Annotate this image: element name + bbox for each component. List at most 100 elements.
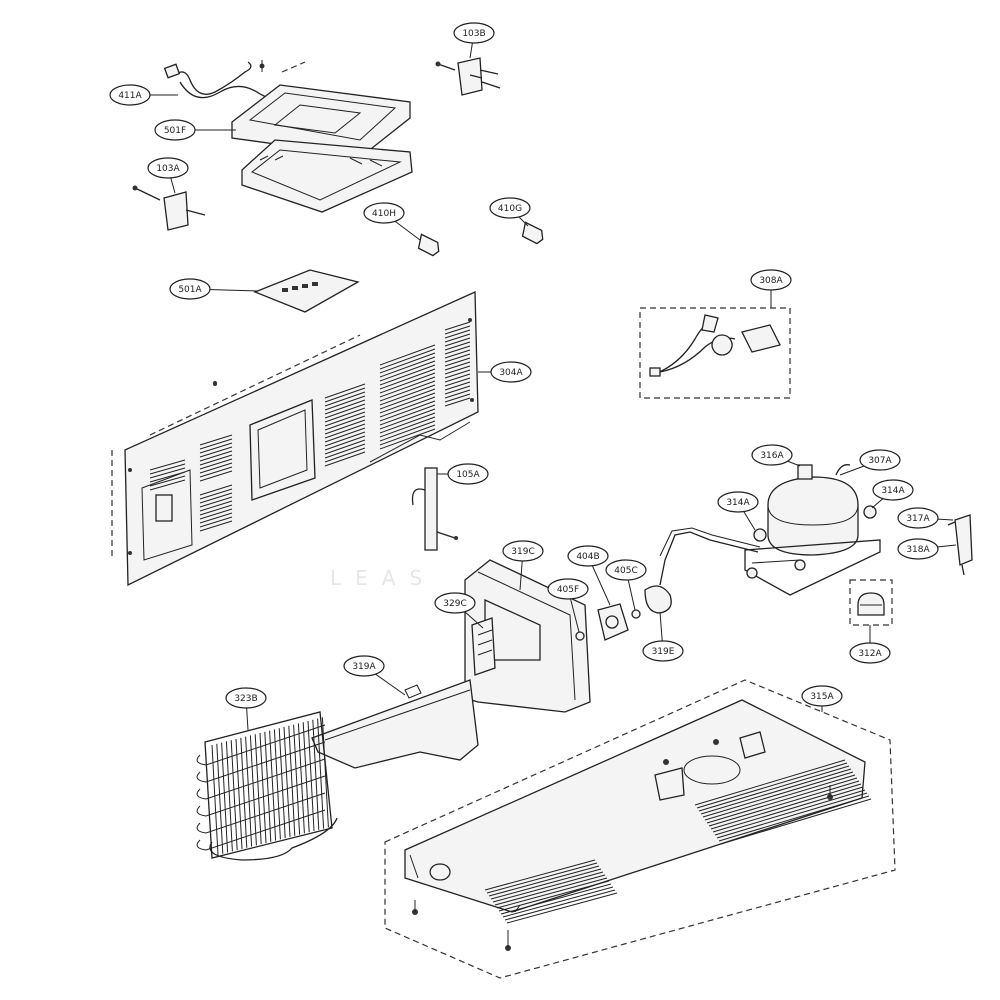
vent-slot bbox=[199, 434, 233, 446]
vent-slot bbox=[379, 408, 436, 430]
condenser-fin bbox=[230, 740, 238, 851]
condenser-tube bbox=[196, 724, 326, 766]
vent-slot bbox=[444, 393, 471, 403]
grille-slot bbox=[484, 859, 596, 891]
vent-slot bbox=[444, 389, 471, 399]
grille-slot bbox=[502, 886, 614, 918]
grille-slot bbox=[718, 795, 870, 842]
grille-slot bbox=[710, 783, 862, 830]
condenser-fin bbox=[302, 722, 310, 833]
part-callout-315a: 315A bbox=[801, 685, 843, 707]
part-callout-label: 317A bbox=[906, 514, 930, 524]
part-callout-label: 307A bbox=[868, 456, 892, 466]
vent-slot bbox=[444, 381, 471, 391]
lid-housing-part bbox=[231, 61, 413, 213]
condenser-tube bbox=[196, 775, 326, 817]
vent-slot bbox=[379, 392, 436, 414]
vent-slot bbox=[324, 419, 366, 435]
grille-slot bbox=[702, 771, 854, 818]
vent-slot bbox=[199, 466, 233, 478]
part-callout-label: 103B bbox=[462, 29, 485, 39]
part-callout-319e: 319E bbox=[642, 640, 684, 662]
vent-slot bbox=[324, 447, 366, 463]
grille-slot bbox=[492, 871, 604, 903]
part-callout-323b: 323B bbox=[225, 687, 267, 709]
vent-slot bbox=[199, 454, 233, 466]
vent-slot bbox=[379, 360, 436, 382]
condenser-tube bbox=[196, 792, 326, 834]
back-panel-304a-part bbox=[111, 291, 479, 587]
condenser-fin bbox=[321, 717, 329, 828]
vent-slot bbox=[199, 438, 233, 450]
vent-slot bbox=[379, 416, 436, 438]
part-callout-405f: 405F bbox=[547, 578, 589, 600]
condenser-fin bbox=[283, 726, 291, 838]
vent-slot bbox=[379, 356, 436, 378]
grille-slot bbox=[494, 874, 606, 906]
part-callout-label: 103A bbox=[156, 164, 180, 174]
condenser-fin bbox=[221, 742, 229, 853]
part-callout-501a: 501A bbox=[169, 278, 211, 300]
part-callout-label: 404B bbox=[576, 552, 599, 562]
part-callout-label: 312A bbox=[858, 649, 882, 659]
vent-slot bbox=[444, 385, 471, 395]
grille-slot bbox=[488, 865, 600, 897]
condenser-fin bbox=[211, 744, 219, 856]
grille-slot bbox=[504, 889, 616, 921]
grille-slot bbox=[698, 765, 850, 812]
pcb-501a-part bbox=[253, 269, 360, 313]
part-callout-312a: 312A bbox=[849, 642, 891, 664]
condenser-fin bbox=[225, 741, 233, 852]
part-callout-410g: 410G bbox=[489, 197, 531, 219]
vent-slot bbox=[324, 399, 366, 415]
vent-slot bbox=[444, 349, 471, 359]
base-plate-315a-part bbox=[384, 679, 896, 979]
vent-slot bbox=[149, 463, 186, 475]
vent-slot bbox=[324, 451, 366, 467]
vent-slot bbox=[444, 365, 471, 375]
screw-icons bbox=[213, 60, 265, 386]
vent-slot bbox=[149, 471, 186, 483]
vent-slot bbox=[444, 373, 471, 383]
part-callout-307a: 307A bbox=[859, 449, 901, 471]
vent-slot bbox=[444, 325, 471, 335]
vent-slot bbox=[149, 479, 186, 491]
grille-slot bbox=[708, 780, 860, 827]
vent-slot bbox=[199, 508, 233, 520]
part-callout-label: 329C bbox=[443, 599, 466, 609]
bracket-103a-part bbox=[132, 185, 206, 231]
part-callout-label: 319C bbox=[511, 547, 534, 557]
vent-slot bbox=[379, 376, 436, 398]
part-callout-label: 319E bbox=[652, 647, 675, 657]
grille-slot bbox=[486, 862, 598, 894]
vent-slot bbox=[379, 352, 436, 374]
vent-slot bbox=[444, 377, 471, 387]
condenser-fin bbox=[317, 718, 325, 829]
vent-slot bbox=[199, 504, 233, 516]
part-callout-317a: 317A bbox=[897, 507, 939, 529]
condenser-tube bbox=[196, 741, 326, 783]
part-callout-316a: 316A bbox=[751, 444, 793, 466]
harness-308a-part bbox=[639, 307, 791, 399]
vent-slot bbox=[199, 450, 233, 462]
condenser-fin bbox=[254, 734, 262, 845]
grille-slot bbox=[706, 777, 858, 824]
fan-motor-404b-part bbox=[597, 603, 629, 641]
grille-slot bbox=[712, 786, 864, 833]
vent-slot bbox=[324, 411, 366, 427]
vent-slot bbox=[379, 384, 436, 406]
part-callout-label: 314A bbox=[726, 498, 750, 508]
vent-slot bbox=[379, 428, 436, 450]
condenser-tube bbox=[196, 758, 326, 800]
condenser-fin bbox=[312, 719, 320, 830]
vent-slot bbox=[324, 439, 366, 455]
vent-slot bbox=[444, 353, 471, 363]
part-callout-label: 411A bbox=[118, 91, 142, 101]
fan-blade-319e-part bbox=[644, 585, 672, 614]
condenser-fin bbox=[249, 735, 257, 846]
vent-slot bbox=[324, 431, 366, 447]
power-cord-part bbox=[163, 61, 281, 105]
relay-317a-part bbox=[947, 514, 973, 576]
vent-slot bbox=[379, 368, 436, 390]
part-callout-label: 410H bbox=[372, 209, 396, 219]
